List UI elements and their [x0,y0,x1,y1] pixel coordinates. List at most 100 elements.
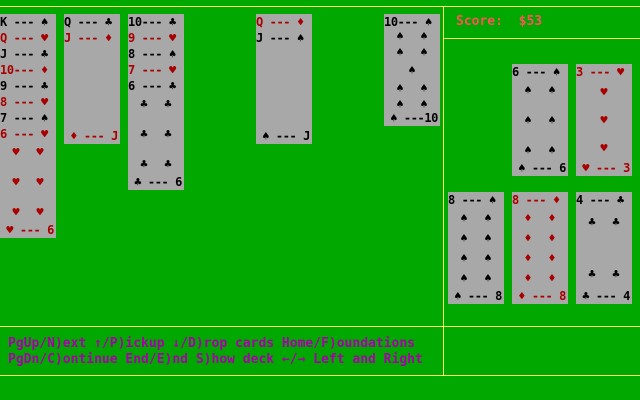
card-pip: ♠ [460,211,468,225]
card-pip: ♠ [548,113,556,127]
card-pip: ♥ [36,175,44,189]
card-pip: ♥ [12,205,20,219]
card-corner-label: 10--- ♣ [128,15,176,29]
playing-card[interactable]: 7 --- ♥ [128,62,184,78]
card-corner-label: Q --- ♥ [0,31,48,45]
card-pip: ♠ [484,211,492,225]
right-panel-divider [443,6,444,376]
playing-card[interactable]: 9 --- ♣ [0,78,56,94]
card-corner-label: J --- ♠ [256,31,304,45]
playing-card[interactable]: 4 --- ♣♣ --- 4♣♣♣♣ [576,192,632,304]
card-pip: ♣ [140,127,148,141]
card-corner-label: 10--- ♠ [384,15,432,29]
card-corner-label: Q --- ♦ [256,15,304,29]
help-line-2: PgDn/C)ontinue End/E)nd S)how deck ←/→ L… [8,352,423,367]
card-pip: ♠ [548,143,556,157]
card-pip: ♣ [140,157,148,171]
card-pip: ♦ [548,251,556,265]
card-corner-label: 8 --- ♠ [128,47,176,61]
card-pip: ♠ [420,81,428,95]
card-bottom-label: ♣ --- 6 [134,175,182,189]
card-pip: ♥ [12,175,20,189]
card-pip: ♠ [484,231,492,245]
card-corner-label: 9 --- ♣ [0,79,48,93]
playing-card[interactable]: Q --- ♣ [64,14,120,30]
playing-card[interactable]: 3 --- ♥♥ --- 3♥♥♥ [576,64,632,176]
card-pip: ♠ [524,113,532,127]
card-pip: ♦ [524,271,532,285]
playing-card[interactable]: 8 --- ♥ [0,94,56,110]
card-pip: ♠ [396,81,404,95]
card-corner-label: J --- ♦ [64,31,112,45]
card-pip: ♠ [460,271,468,285]
playing-card[interactable]: 6 --- ♠♠ --- 6♠♠♠♠♠♠ [512,64,568,176]
card-pip: ♣ [612,215,620,229]
playing-card[interactable]: 8 --- ♠♠ --- 8♠♠♠♠♠♠♠♠ [448,192,504,304]
card-pip: ♣ [164,157,172,171]
card-corner-label: 4 --- ♣ [576,193,624,207]
card-corner-label: 7 --- ♠ [0,111,48,125]
playing-card[interactable]: J --- ♣ [0,46,56,62]
card-pip: ♠ [420,97,428,111]
playing-card[interactable]: J --- ♠ ♠ --- J [256,30,312,144]
card-pip: ♠ [396,45,404,59]
help-top-border [0,326,444,327]
card-corner-label: 6 --- ♣ [128,79,176,93]
card-pip: ♠ [484,251,492,265]
card-pip: ♠ [460,231,468,245]
card-pip: ♣ [164,97,172,111]
card-bottom-label: ♥ --- 6 [6,223,54,237]
card-pip: ♦ [524,231,532,245]
card-pip: ♣ [140,97,148,111]
card-corner-label: 9 --- ♥ [128,31,176,45]
playing-card[interactable]: Q --- ♥ [0,30,56,46]
playing-card[interactable]: 9 --- ♥ [128,30,184,46]
playing-card[interactable]: 6 --- ♥♥ --- 6♥♥♥♥♥♥ [0,126,56,238]
playing-card[interactable]: 10--- ♣ [128,14,184,30]
card-corner-label: J --- ♣ [0,47,48,61]
card-pip: ♥ [600,141,608,155]
playing-card[interactable]: 10--- ♦ [0,62,56,78]
card-pip: ♠ [396,97,404,111]
card-bottom-label: ♠ --- 6 [518,161,566,175]
card-pip: ♠ [524,143,532,157]
help-line-1: PgUp/N)ext ↑/P)ickup ↓/D)rop cards Home/… [8,336,415,351]
card-pip: ♥ [600,85,608,99]
card-corner-label: 7 --- ♥ [128,63,176,77]
bottom-border [0,375,640,376]
card-pip: ♠ [420,29,428,43]
card-pip: ♠ [524,83,532,97]
playing-card[interactable]: 7 --- ♠ [0,110,56,126]
playing-card[interactable]: K --- ♠ [0,14,56,30]
card-pip: ♣ [588,215,596,229]
playing-card[interactable]: 8 --- ♦♦ --- 8♦♦♦♦♦♦♦♦ [512,192,568,304]
card-pip: ♣ [612,267,620,281]
card-bottom-label: ♠ --- J [262,129,310,143]
score-value: $53 [518,14,543,29]
card-bottom-label: ♥ --- 3 [582,161,630,175]
score-label: Score: [456,14,503,29]
score-display: Score: $53 [456,14,542,29]
playing-card[interactable]: 6 --- ♣ ♣ --- 6 ♣ ♣ ♣ ♣ ♣ ♣ [128,78,184,190]
card-corner-label: 6 --- ♥ [0,127,48,141]
card-bottom-label: ♠ ---10 [390,111,438,125]
card-bottom-label: ♠ --- 8 [454,289,502,303]
card-corner-label: 8 --- ♦ [512,193,560,207]
card-pip: ♥ [600,113,608,127]
top-border [0,6,640,7]
card-pip: ♥ [36,145,44,159]
card-pip: ♠ [484,271,492,285]
card-pip: ♥ [12,145,20,159]
card-pip: ♣ [588,267,596,281]
card-pip: ♣ [164,127,172,141]
card-pip: ♦ [548,271,556,285]
card-corner-label: K --- ♠ [0,15,48,29]
playing-card[interactable]: 8 --- ♠ [128,46,184,62]
card-bottom-label: ♦ --- 8 [518,289,566,303]
card-pip: ♠ [396,29,404,43]
card-corner-label: Q --- ♣ [64,15,112,29]
playing-card[interactable]: 10--- ♠♠ ---10♠♠♠♠♠♠♠♠♠ [384,14,440,126]
playing-card[interactable]: J --- ♦♦ --- J [64,30,120,144]
card-corner-label: 10--- ♦ [0,63,48,77]
playing-card[interactable]: Q --- ♦ [256,14,312,30]
